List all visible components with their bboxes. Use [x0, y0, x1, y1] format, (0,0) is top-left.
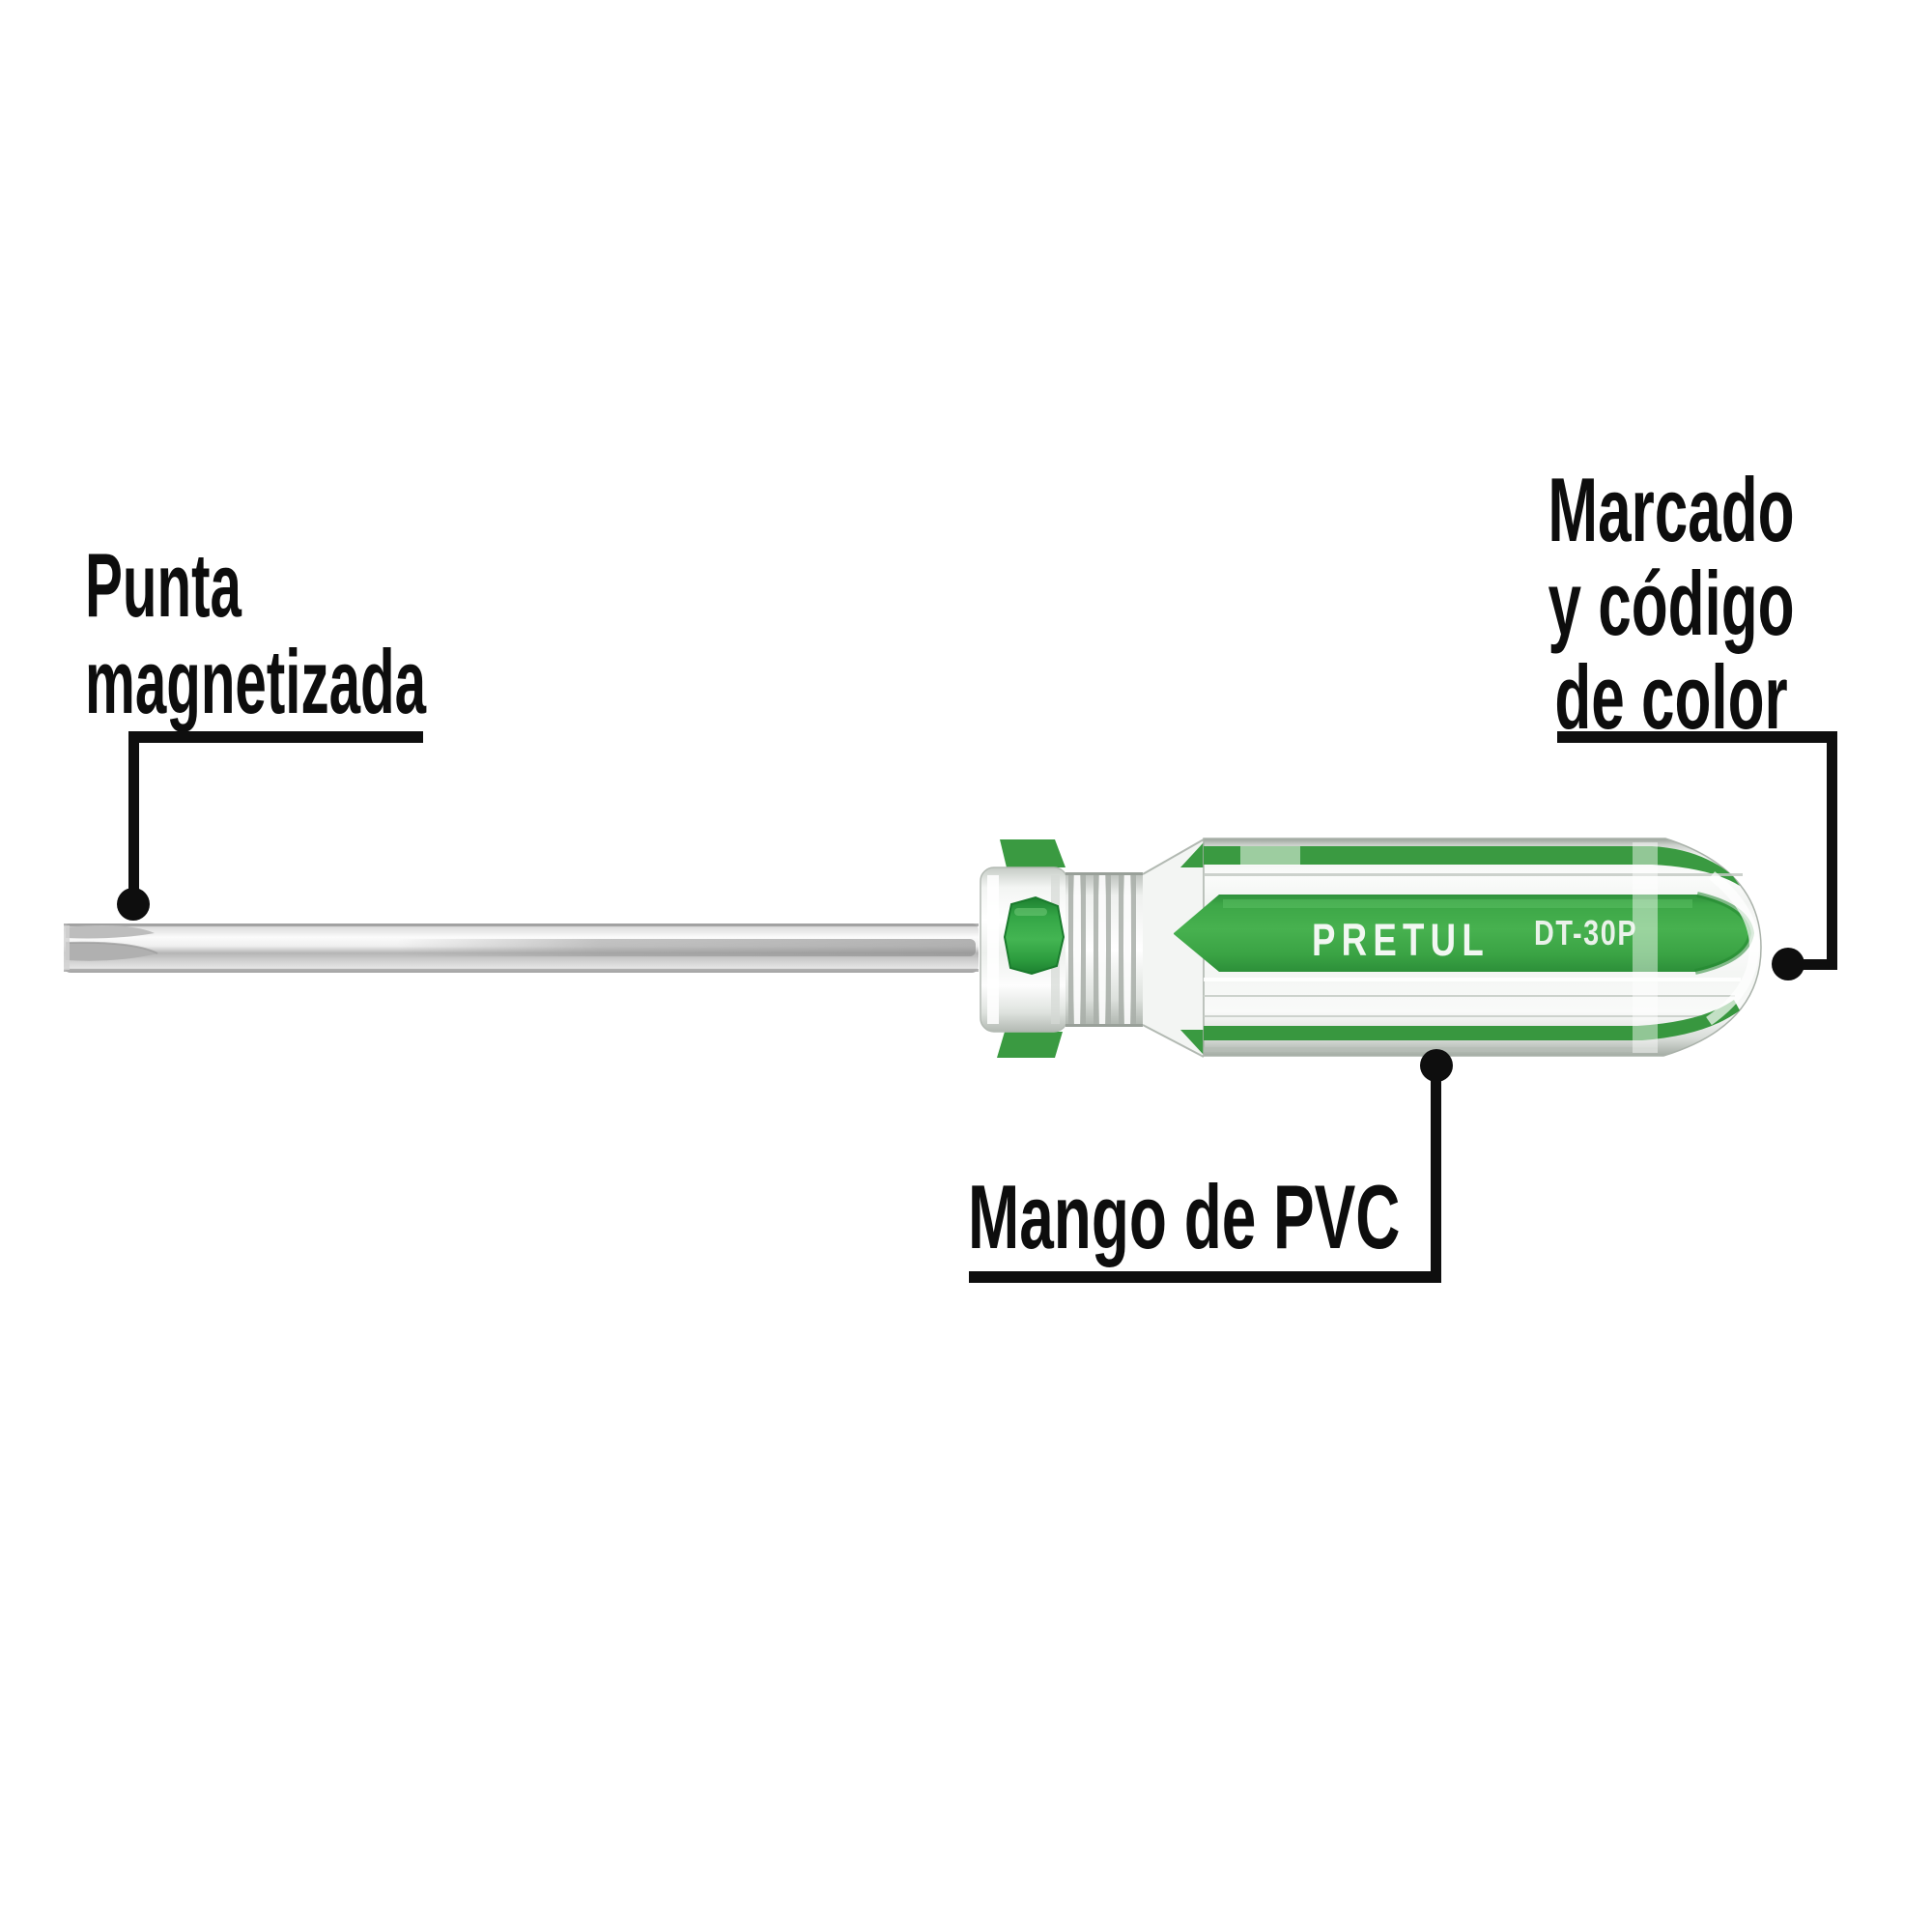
label-tip-line1: Punta — [85, 534, 242, 636]
model-text: DT-30P — [1534, 913, 1637, 952]
label-marking-line1: Marcado — [1548, 459, 1795, 560]
callout-handle-vline — [1431, 1070, 1441, 1283]
label-marking: Marcado y código de color — [1548, 463, 1794, 744]
ferrule-cap — [980, 839, 1068, 1058]
shaft — [64, 923, 979, 973]
label-handle: Mango de PVC — [968, 1172, 1400, 1263]
callout-tip-vline — [128, 731, 139, 893]
callout-marking-dot — [1772, 948, 1804, 980]
label-marking-line2: y código — [1548, 553, 1795, 654]
label-tip-line2: magnetizada — [85, 631, 427, 732]
callout-handle-dot — [1420, 1049, 1453, 1082]
torx-tip — [64, 925, 158, 970]
label-handle-text: Mango de PVC — [968, 1166, 1401, 1267]
brand-text: PRETUL — [1312, 915, 1490, 965]
handle-body: PRETUL DT-30P — [1174, 838, 1762, 1057]
thread-section — [1065, 872, 1143, 1027]
callout-tip-underline — [128, 731, 423, 743]
callout-marking-stub — [1793, 959, 1832, 970]
label-marking-line3: de color — [1554, 646, 1788, 748]
callout-tip-dot — [117, 888, 150, 921]
hex-core — [1003, 895, 1065, 976]
callout-handle-underline — [969, 1271, 1441, 1283]
label-tip: Punta magnetizada — [85, 537, 426, 730]
handle-flare — [1142, 838, 1205, 1058]
callout-marking-vline — [1827, 731, 1837, 970]
callout-marking-underline — [1557, 731, 1837, 743]
